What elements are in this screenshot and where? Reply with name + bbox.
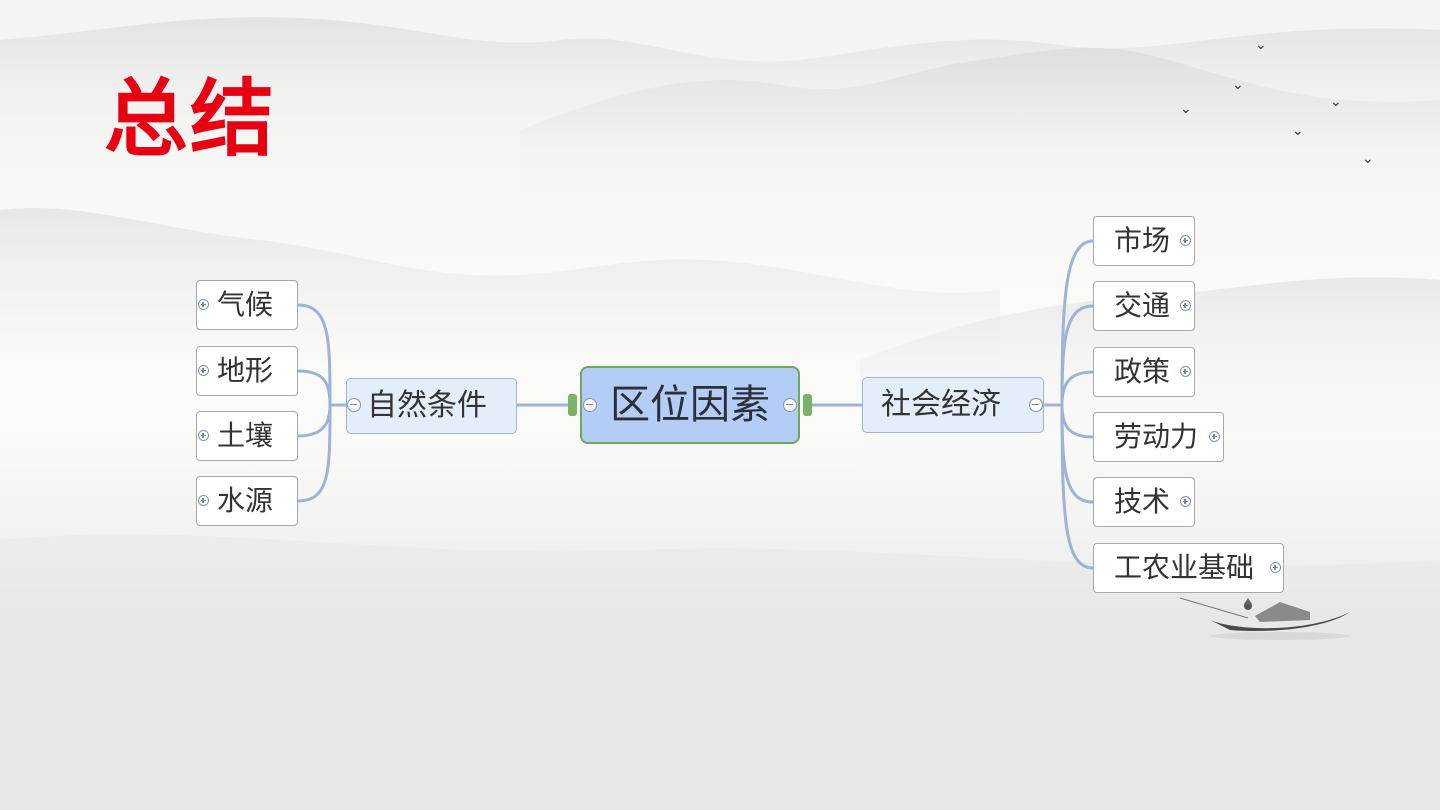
topic-label: 市场: [1114, 224, 1171, 257]
center-collapse-left-icon[interactable]: [583, 398, 597, 412]
expand-technology-icon[interactable]: [1180, 496, 1191, 507]
center-right-tab[interactable]: [803, 394, 812, 416]
topic-label: 工农业基础: [1114, 551, 1255, 584]
topic-label: 水源: [217, 484, 274, 517]
topic-label: 技术: [1114, 485, 1171, 518]
expand-water-source-icon[interactable]: [198, 495, 209, 506]
topic-climate[interactable]: 气候: [196, 280, 298, 330]
topic-industrial-agricultural-base[interactable]: 工农业基础: [1093, 543, 1284, 593]
center-left-tab[interactable]: [568, 394, 577, 416]
topic-transport[interactable]: 交通: [1093, 281, 1195, 331]
center-collapse-right-icon[interactable]: [783, 398, 797, 412]
topic-label: 劳动力: [1114, 420, 1199, 453]
expand-market-icon[interactable]: [1180, 235, 1191, 246]
expand-terrain-icon[interactable]: [198, 365, 209, 376]
expand-transport-icon[interactable]: [1180, 300, 1191, 311]
topic-policy[interactable]: 政策: [1093, 347, 1195, 397]
branch-natural-conditions[interactable]: 自然条件: [346, 378, 517, 434]
expand-policy-icon[interactable]: [1180, 366, 1191, 377]
branch-label: 自然条件: [367, 388, 487, 423]
expand-climate-icon[interactable]: [198, 299, 209, 310]
branch-right-collapse-icon[interactable]: [1029, 398, 1043, 412]
expand-soil-icon[interactable]: [198, 430, 209, 441]
expand-labor-icon[interactable]: [1209, 431, 1220, 442]
topic-label: 土壤: [217, 419, 274, 452]
branch-label: 社会经济: [881, 387, 1001, 422]
branch-socioeconomic[interactable]: 社会经济: [862, 377, 1044, 433]
topic-label: 气候: [217, 288, 274, 321]
topic-labor[interactable]: 劳动力: [1093, 412, 1224, 462]
page-title: 总结: [104, 70, 277, 168]
topic-water-source[interactable]: 水源: [196, 476, 298, 526]
branch-left-collapse-icon[interactable]: [347, 398, 361, 412]
expand-industrial-agricultural-base-icon[interactable]: [1270, 562, 1281, 573]
fishing-boat-icon: [1179, 597, 1350, 640]
topic-market[interactable]: 市场: [1093, 216, 1195, 266]
topic-soil[interactable]: 土壤: [196, 411, 298, 461]
topic-label: 地形: [217, 354, 274, 387]
central-topic[interactable]: 区位因素: [580, 366, 800, 444]
topic-label: 交通: [1114, 289, 1171, 322]
topic-technology[interactable]: 技术: [1093, 477, 1195, 527]
topic-terrain[interactable]: 地形: [196, 346, 298, 396]
topic-label: 政策: [1114, 355, 1171, 388]
